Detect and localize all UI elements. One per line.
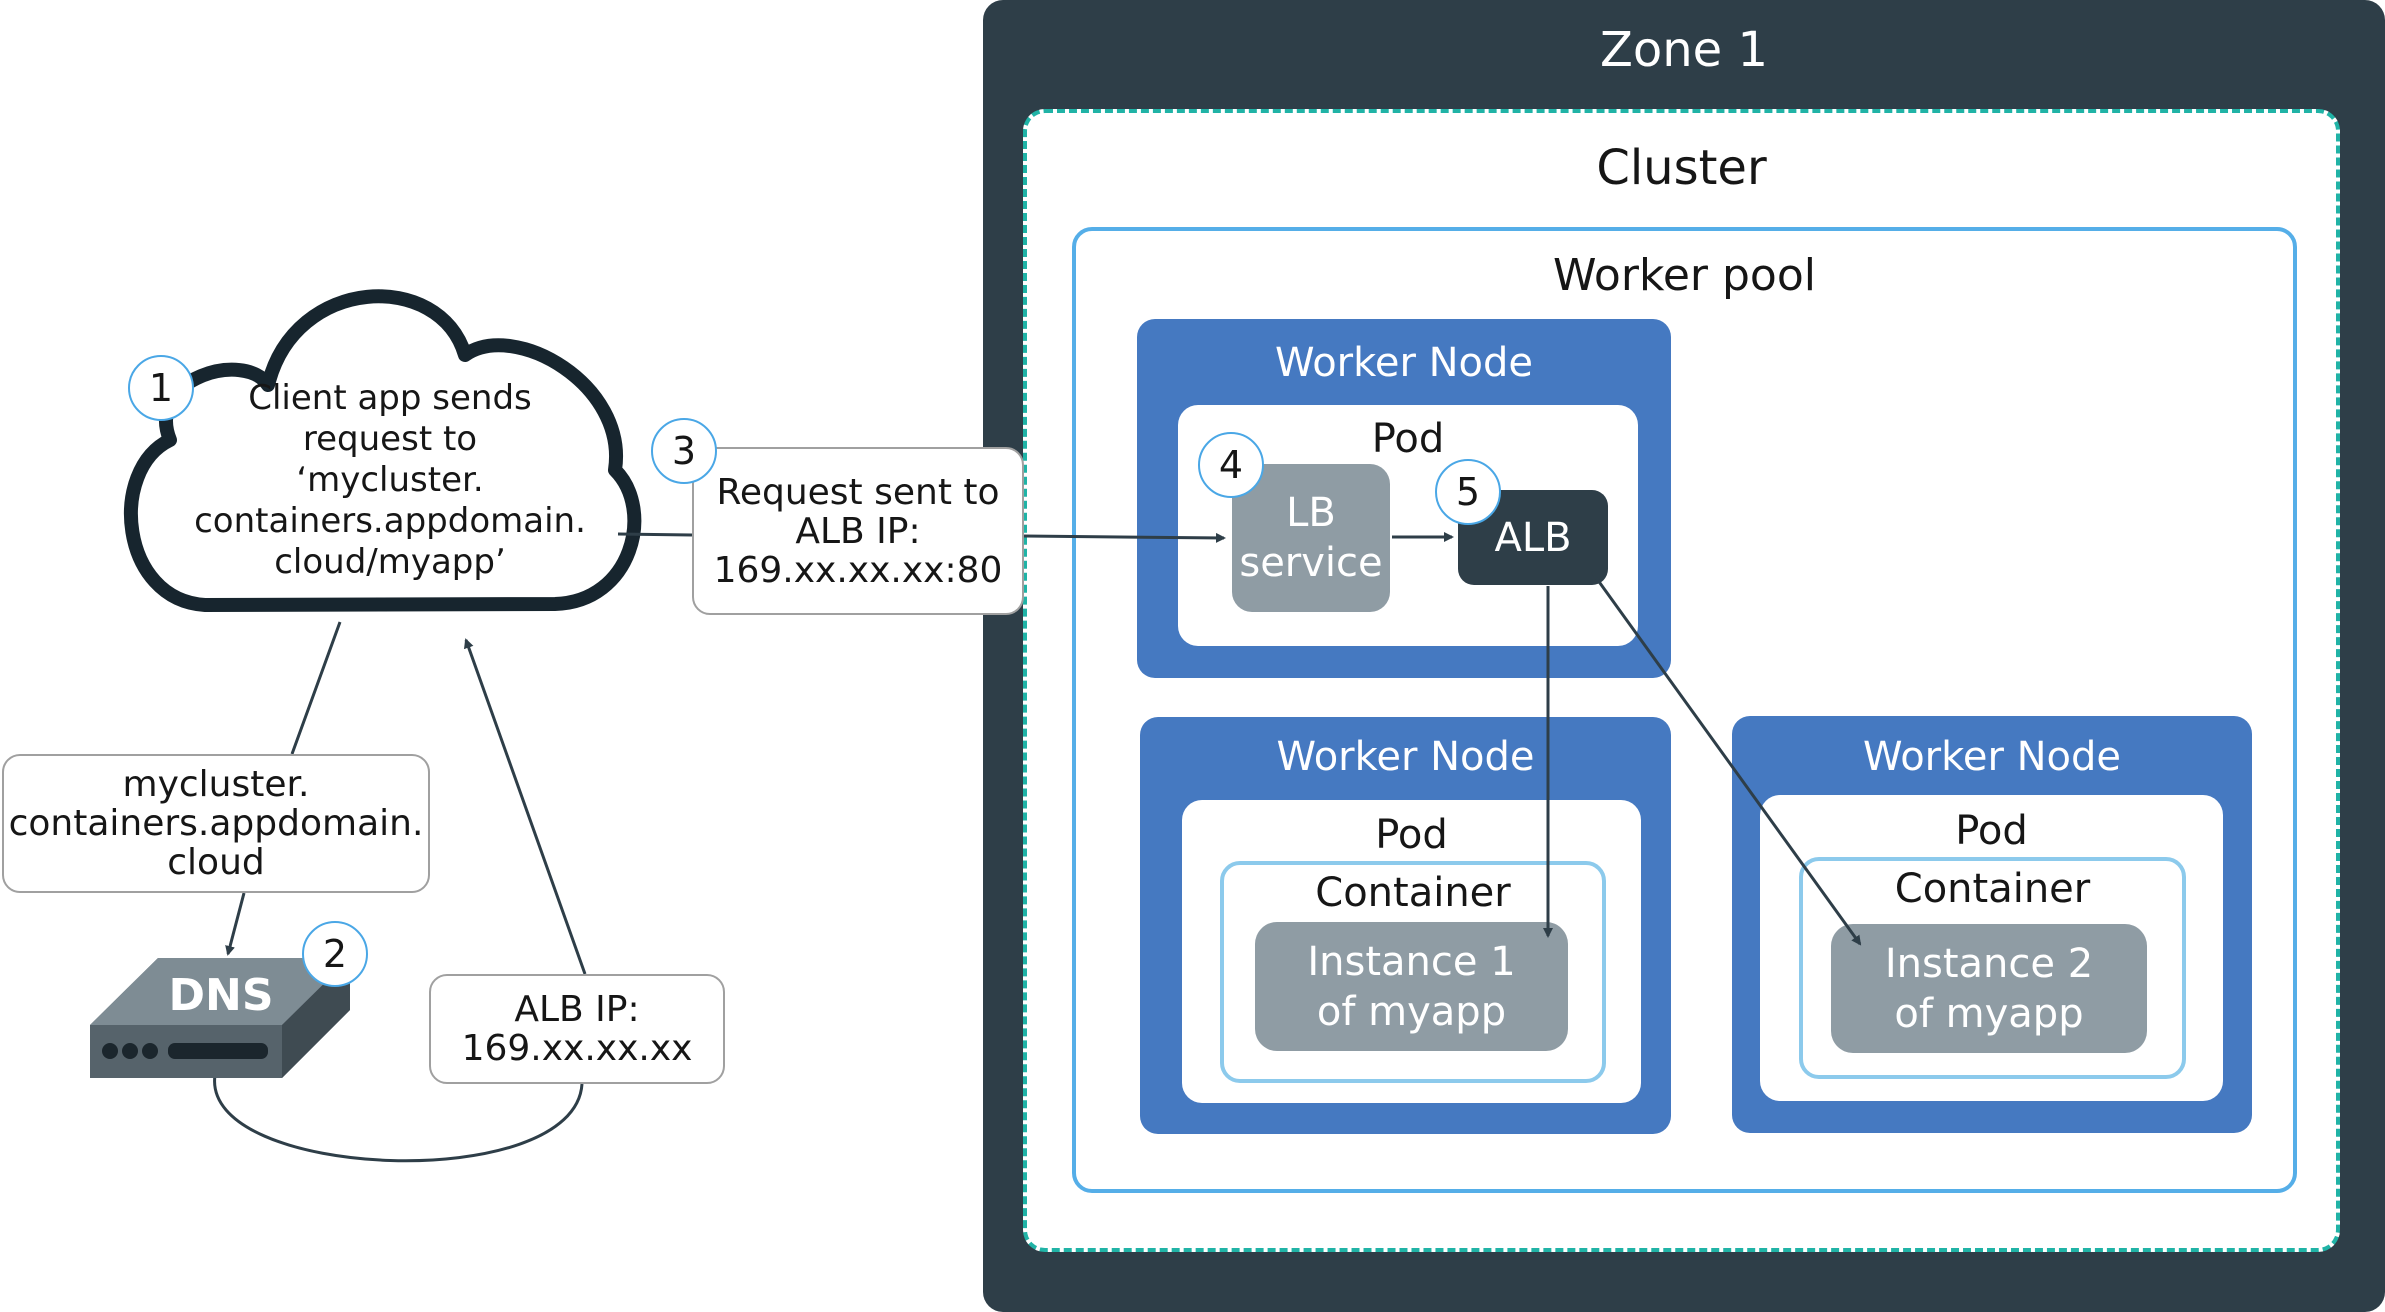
step-badge-2: 2 (302, 921, 368, 987)
request-note-line: ALB IP: (795, 510, 921, 552)
container-2-title: Container (1315, 870, 1511, 916)
alb-ip-note-line: ALB IP: (514, 989, 640, 1030)
request-note: Request sent to ALB IP: 169.xx.xx.xx:80 (692, 447, 1024, 615)
cloud-line: containers.appdomain. (194, 501, 586, 541)
request-note-line: Request sent to (716, 471, 1000, 513)
pod-2-title: Pod (1375, 812, 1448, 858)
instance-1-line2: of myapp (1316, 988, 1507, 1035)
cluster-title: Cluster (1596, 140, 1767, 196)
worker-node-3-title: Worker Node (1862, 734, 2122, 780)
cloud-icon (123, 289, 642, 612)
lb-service-box: LB service (1232, 464, 1390, 612)
domain-note: mycluster. containers.appdomain. cloud (2, 754, 430, 893)
alb-box: ALB (1458, 490, 1608, 585)
instance-1-box: Instance 1 of myapp (1255, 922, 1568, 1051)
worker-node-2-title: Worker Node (1276, 734, 1535, 780)
step-badge-3: 3 (651, 418, 717, 484)
instance-2-line1: Instance 2 (1884, 940, 2094, 987)
alb-ip-note: ALB IP: 169.xx.xx.xx (429, 974, 725, 1084)
alb-ip-note-line: 169.xx.xx.xx (461, 1028, 693, 1069)
arrow-albip-to-cloud (463, 638, 587, 975)
step-badge-4: 4 (1198, 432, 1264, 498)
connector-cloud-request (617, 532, 693, 537)
step-badge-5: 5 (1435, 459, 1501, 525)
arrow-domain-to-dns (225, 892, 246, 956)
instance-1-line1: Instance 1 (1307, 938, 1516, 985)
cloud-line: Client app sends (248, 378, 532, 418)
cloud-line: ‘mycluster. (296, 460, 484, 500)
cloud-line: request to (302, 419, 478, 459)
dns-label: DNS (168, 970, 274, 1021)
lb-service-line1: LB (1286, 490, 1336, 536)
instance-2-box: Instance 2 of myapp (1831, 924, 2147, 1053)
arrow-request-to-lb (1023, 532, 1226, 543)
worker-pool-title: Worker pool (1553, 250, 1816, 301)
cloud-line: cloud/myapp’ (274, 542, 506, 582)
step-badge-1: 1 (128, 355, 194, 421)
arrow-alb-to-instance-2 (1590, 571, 1862, 946)
cloud-text: Client app sends request to ‘mycluster. … (180, 378, 600, 583)
domain-note-line: cloud (167, 842, 265, 883)
connector-cloud-domain (290, 621, 342, 755)
worker-node-1-title: Worker Node (1274, 340, 1534, 386)
domain-note-line: containers.appdomain. (8, 803, 424, 844)
pod-3-title: Pod (1955, 808, 2028, 854)
connector-dns-loop (213, 1074, 584, 1163)
pod-1-title: Pod (1371, 416, 1445, 462)
zone-title: Zone 1 (1600, 22, 1768, 78)
dns-server-icon (90, 958, 350, 1078)
instance-2-line2: of myapp (1894, 990, 2084, 1037)
request-note-line: 169.xx.xx.xx:80 (713, 549, 1003, 591)
lb-service-line2: service (1239, 540, 1383, 586)
alb-label: ALB (1494, 514, 1572, 561)
domain-note-line: mycluster. (122, 764, 310, 805)
container-3-title: Container (1894, 866, 2091, 912)
